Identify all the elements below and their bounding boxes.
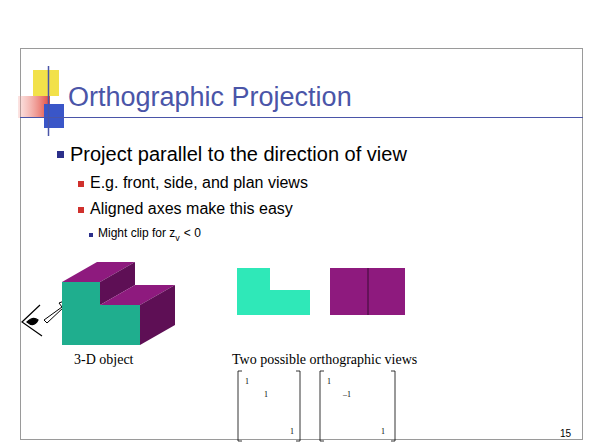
bullet-text: E.g. front, side, and plan views [90,174,308,192]
slide-title: Orthographic Projection [68,82,352,113]
bullet-text: Project parallel to the direction of vie… [70,143,407,166]
deco-blue-square [44,104,64,128]
deco-vertical-rule [48,66,50,136]
eye-symbol [22,305,42,336]
matrix-entry: 1 [245,377,249,386]
matrix-entry: 1 [381,427,385,436]
front-view [237,268,310,315]
bullet [78,207,84,213]
matrix-entry: 1 [264,390,268,399]
figure-label: Two possible orthographic views [232,352,417,368]
deco-yellow-square [33,70,59,96]
subscript: v [175,233,180,243]
matrix-brackets [238,371,395,441]
bullet [78,181,84,187]
bullet [57,151,64,158]
slide-frame [21,49,583,440]
page-number: 15 [560,428,571,440]
bullet-text: Might clip for z [98,227,175,241]
bullet-text: Aligned axes make this easy [90,200,293,218]
bullet [89,233,93,237]
title-rule [20,117,583,118]
bullet-text: < 0 [184,227,201,241]
matrix-entry: 1 [327,377,331,386]
matrix-entry: 1 [290,427,294,436]
figure-label: 3-D object [74,352,133,368]
top-view-divider [368,268,369,315]
stair-object [62,262,175,345]
matrix-entry: –1 [343,390,351,399]
top-view [330,268,405,315]
